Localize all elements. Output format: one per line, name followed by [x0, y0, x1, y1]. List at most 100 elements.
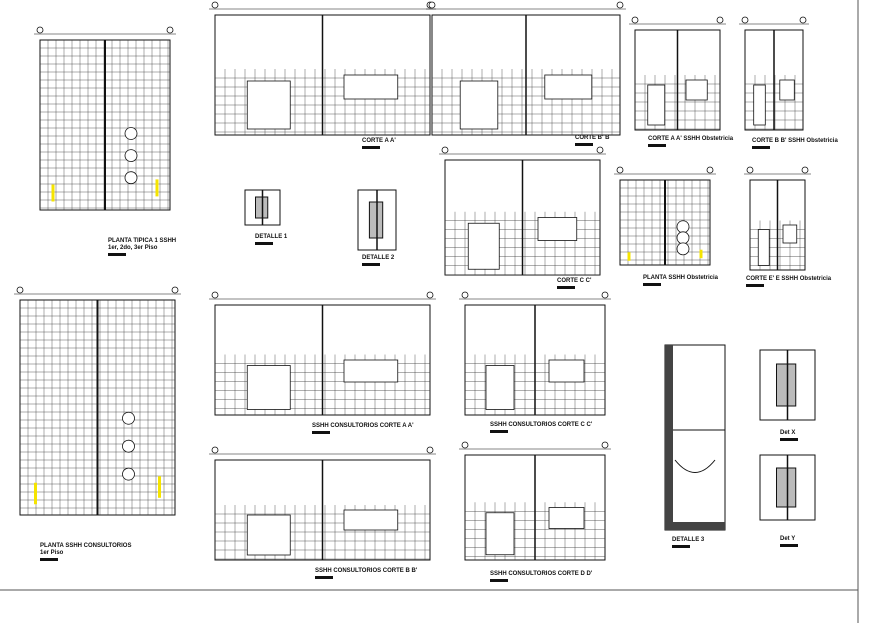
door	[485, 512, 515, 556]
drawing-detalle-1	[244, 189, 281, 226]
drawing-det-x	[759, 349, 816, 421]
scale-bar	[362, 263, 380, 266]
drawing-corte-ee-obst	[744, 166, 811, 271]
lavatory	[548, 507, 585, 529]
grid-bubble	[426, 446, 434, 454]
sink	[674, 459, 716, 473]
drawing-label-detalle-1: DETALLE 1	[255, 234, 287, 245]
grid-bubble	[596, 146, 604, 154]
grid-bubble	[461, 291, 469, 299]
toilet	[122, 467, 135, 481]
drawing-label-detalle-2: DETALLE 2	[362, 255, 394, 266]
drawing-label-detalle-3: DETALLE 3	[672, 537, 704, 548]
drawing-label-corte-cc: CORTE C C'	[557, 278, 591, 289]
drawing-title: PLANTA TIPICA 1 SSHH	[108, 238, 177, 244]
door	[757, 229, 770, 266]
grid-bubble	[171, 286, 179, 294]
detail-block	[776, 467, 797, 508]
scale-bar	[108, 253, 126, 256]
grid-bubble	[166, 26, 174, 34]
scale-bar	[255, 242, 273, 245]
toilet	[124, 149, 138, 163]
scale-bar	[780, 544, 798, 547]
drawing-title: CORTE B' B	[575, 135, 610, 141]
scale-bar	[752, 146, 770, 149]
drawing-title: SSHH CONSULTORIOS CORTE D D'	[490, 571, 593, 577]
grid-bubble	[211, 1, 219, 9]
drawing-label-det-x: Det X	[780, 430, 798, 441]
scale-bar	[780, 438, 798, 441]
toilet	[676, 220, 690, 234]
grid-bubble	[631, 16, 639, 24]
grid-bubble	[746, 166, 754, 174]
drawing-corte-aa-obst	[629, 16, 726, 131]
drawing-label-corte-bb: CORTE B' B	[575, 135, 609, 146]
grid-bubble	[601, 441, 609, 449]
drawing-title: DETALLE 3	[672, 537, 705, 543]
drawing-label-corte-aa-obst: CORTE A A' SSHH Obstetricia	[648, 136, 733, 147]
door	[753, 84, 766, 126]
door	[246, 80, 291, 130]
scale-bar	[312, 431, 330, 434]
grid-bubble	[211, 446, 219, 454]
drawing-label-corte-aa: CORTE A A'	[362, 138, 396, 149]
door	[467, 222, 500, 270]
drawing-planta-tipica	[34, 26, 176, 211]
drawing-subtitle: 1er Piso	[40, 550, 64, 556]
drawing-title: SSHH CONSULTORIOS CORTE A A'	[312, 423, 414, 429]
drawing-detalle-2	[357, 189, 397, 251]
door	[647, 84, 666, 126]
lavatory	[782, 224, 798, 244]
drawing-planta-obst	[614, 166, 716, 266]
scale-bar	[362, 146, 380, 149]
grid-bubble	[799, 16, 807, 24]
toilet	[122, 439, 135, 453]
detail-block	[368, 201, 384, 239]
drawing-title: DETALLE 2	[362, 255, 395, 261]
drawing-label-det-y: Det Y	[780, 536, 798, 547]
grid-bubble	[16, 286, 24, 294]
grid-bubble	[461, 441, 469, 449]
toilet	[124, 127, 138, 140]
door	[485, 365, 515, 410]
scale-bar	[643, 283, 661, 286]
frame	[664, 344, 726, 531]
grid-bubble	[741, 16, 749, 24]
door	[246, 365, 291, 410]
drawing-title: Det X	[780, 430, 796, 436]
toilet	[676, 231, 690, 245]
lavatory	[779, 79, 795, 101]
scale-bar	[648, 144, 666, 147]
toilet	[676, 242, 690, 256]
grid-bubble	[426, 291, 434, 299]
drawing-title: DETALLE 1	[255, 234, 288, 240]
grid-bubble	[428, 1, 436, 9]
scale-bar	[672, 545, 690, 548]
drawing-title: CORTE E' E SSHH Obstetricia	[746, 276, 832, 282]
grid-bubble	[211, 291, 219, 299]
drawing-title: SSHH CONSULTORIOS CORTE C C'	[490, 422, 593, 428]
drawing-corte-aa	[209, 1, 436, 136]
grid-bubble	[616, 166, 624, 174]
drawing-title: PLANTA SSHH Obstetricia	[643, 275, 719, 281]
drawing-subtitle: 1er, 2do, 3er Piso	[108, 245, 158, 251]
scale-bar	[575, 143, 593, 146]
scale-bar	[490, 430, 508, 433]
toilet	[122, 411, 135, 425]
drawing-label-corte-ee-obst: CORTE E' E SSHH Obstetricia	[746, 276, 831, 287]
grid-bubble	[716, 16, 724, 24]
grid-bubble	[36, 26, 44, 34]
scale-bar	[315, 576, 333, 579]
drawing-corte-cc	[439, 146, 606, 276]
detail-block	[776, 363, 797, 407]
lavatory	[544, 74, 593, 100]
lavatory	[343, 359, 399, 383]
drawing-title: Det Y	[780, 536, 796, 542]
detail-block	[255, 196, 269, 219]
grid-bubble	[601, 291, 609, 299]
door	[246, 514, 291, 556]
floor-hatch	[665, 522, 725, 530]
